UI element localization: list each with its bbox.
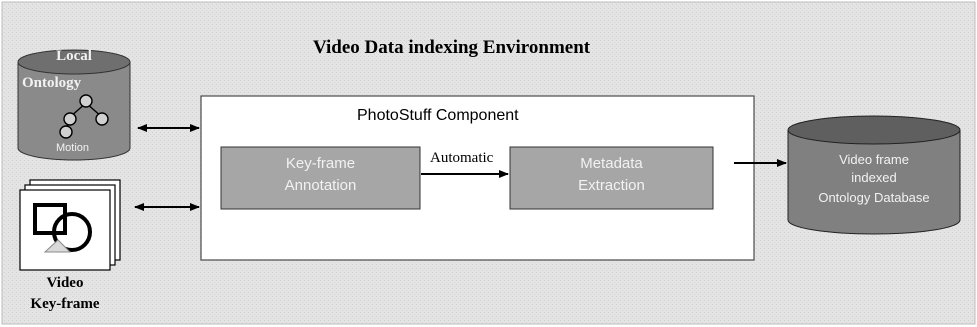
metadata-extraction-line1: Metadata (580, 155, 643, 172)
keyframe-annotation-line1: Key-frame (285, 155, 356, 172)
local-ontology-label-line2: Ontology (22, 75, 82, 91)
video-keyframe-label-line2: Key-frame (30, 296, 100, 312)
metadata-extraction-line2: Extraction (578, 177, 645, 194)
metadata-extraction-box (509, 146, 714, 210)
video-keyframe-stack-icon (19, 179, 121, 271)
local-ontology-cylinder (17, 49, 131, 161)
ontology-graph-icon (59, 94, 109, 139)
photostuff-title: PhotoStuff Component (357, 107, 519, 124)
keyframe-annotation-box (220, 146, 421, 210)
ontology-database-cylinder (787, 115, 961, 235)
database-label-line3: Ontology Database (818, 190, 930, 205)
local-ontology-label-line1: Local (56, 48, 92, 64)
keyframe-annotation-line2: Annotation (284, 177, 357, 194)
environment-title: Video Data indexing Environment (313, 37, 591, 58)
motion-label: Motion (56, 142, 90, 154)
automatic-label: Automatic (430, 150, 494, 166)
database-label-line1: Video frame (839, 152, 909, 167)
video-keyframe-label-line1: Video (46, 275, 84, 291)
database-label-line2: indexed (851, 170, 897, 185)
